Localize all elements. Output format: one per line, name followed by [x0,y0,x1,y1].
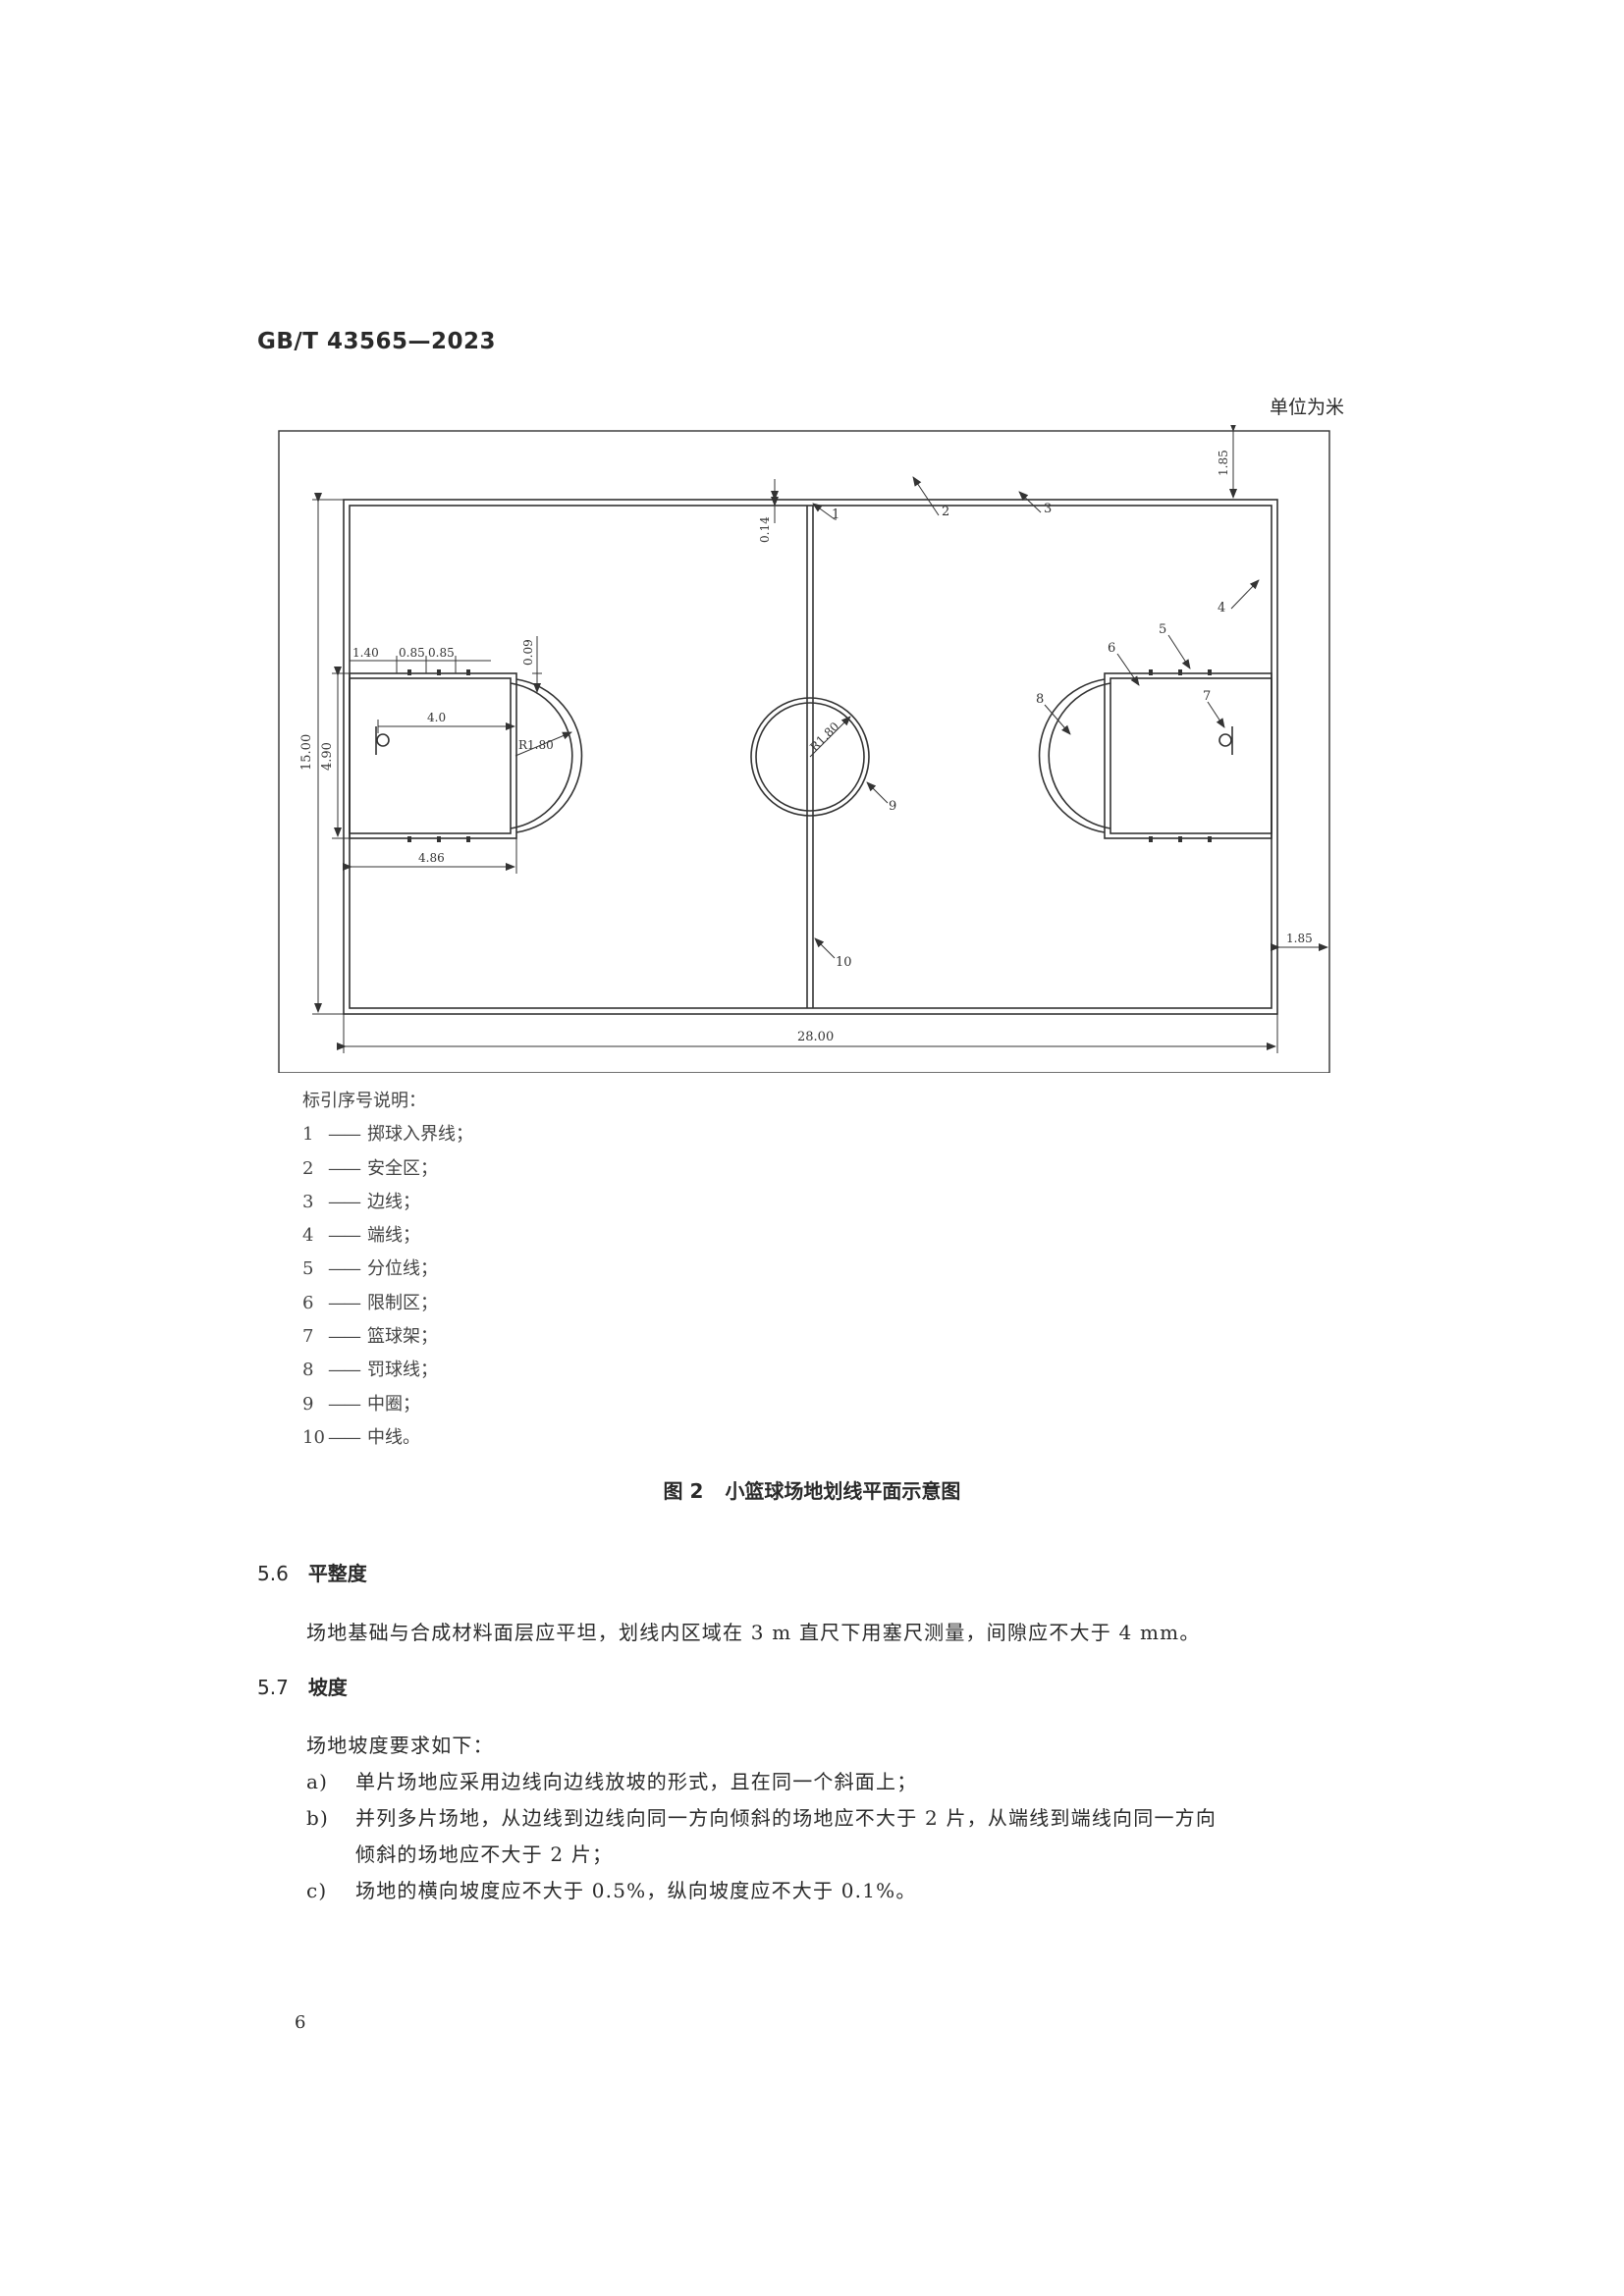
figure-title: 小篮球场地划线平面示意图 [725,1479,961,1503]
legend-item: 7——篮球架； [302,1326,438,1348]
legend-item: 1——掷球入界线； [302,1124,473,1146]
dim-safety-top: 1.85 [1217,450,1230,476]
marker-9: 9 [889,799,896,814]
legend-item: 8——罚球线； [302,1360,438,1381]
legend-item: 3——边线； [302,1191,420,1212]
left-restricted-area [349,672,517,839]
marker-7: 7 [1203,689,1211,704]
legend-item: 2——安全区； [302,1157,438,1179]
marker-10: 10 [836,955,852,970]
legend-item: 9——中圈； [302,1393,420,1415]
center-circle [750,697,870,817]
figure-legend: 标引序号说明： 1——掷球入界线； 2——安全区； 3——边线； 4——端线； … [302,1085,473,1455]
list-item-b: b)并列多片场地，从边线到边线向同一方向倾斜的场地应不大于 2 片，从端线到端线… [306,1806,1218,1830]
dim-total-width: 28.00 [797,1030,834,1044]
lane-markers [407,669,1212,842]
figure-caption: 图 2 小篮球场地划线平面示意图 [0,1475,1624,1504]
marker-8: 8 [1036,692,1044,707]
dim-offset-a: 1.40 [352,646,379,660]
dim-offset-b: 0.85 [399,646,425,660]
left-basket-ring [376,733,390,747]
center-circle-inner [755,702,865,812]
dim-key-length: 4.86 [418,851,445,865]
unit-note: 单位为米 [1269,397,1344,418]
list-item-c: c)场地的横向坡度应不大于 0.5%，纵向坡度应不大于 0.1%。 [306,1879,917,1902]
right-basket-ring [1218,733,1232,747]
dim-total-height: 15.00 [299,734,314,771]
legend-title: 标引序号说明： [302,1091,426,1111]
marker-4: 4 [1218,601,1225,615]
figure-number: 图 2 [663,1479,704,1503]
marker-2: 2 [942,505,949,519]
court-boundary-outer [343,499,1278,1015]
list-item-a: a)单片场地应采用边线向边线放坡的形式，且在同一个斜面上； [306,1770,918,1793]
left-restricted-inner [349,677,512,834]
dim-offset-c: 0.85 [428,646,455,660]
right-restricted-area [1104,672,1272,839]
legend-item: 4——端线； [302,1225,420,1247]
legend-item: 5——分位线； [302,1258,438,1280]
dim-gap: 0.09 [521,639,535,666]
legend-item: 10——中线。 [302,1426,420,1448]
right-free-throw-arc [1038,678,1106,833]
section-5-6-body: 场地基础与合成材料面层应平坦，划线内区域在 3 m 直尺下用塞尺测量，间隙应不大… [306,1621,1201,1644]
court-diagram: 28.00 15.00 4.90 1.40 0.85 0.85 0.09 0.1… [278,422,1330,1074]
dim-basket-dist: 4.0 [427,711,446,724]
standard-code: GB/T 43565—2023 [257,329,497,354]
page-number: 6 [295,2012,306,2033]
court-figure: 28.00 15.00 4.90 1.40 0.85 0.85 0.09 0.1… [275,422,1333,1074]
safety-area-border [278,430,1330,1074]
marker-6: 6 [1108,641,1115,656]
legend-item: 6——限制区； [302,1292,438,1313]
section-5-7-intro: 场地坡度要求如下： [306,1734,494,1757]
marker-5: 5 [1159,622,1166,637]
dim-ft-radius: R1.80 [518,738,554,752]
list-item-b-continued: 倾斜的场地应不大于 2 片； [355,1842,614,1866]
marker-3: 3 [1044,502,1052,516]
dim-line-width: 0.14 [758,516,772,543]
dim-safety-right: 1.85 [1286,932,1313,945]
right-restricted-inner [1110,677,1272,834]
marker-1: 1 [832,507,839,522]
dim-key-width: 4.90 [320,742,335,771]
left-free-throw-arc [515,678,583,833]
